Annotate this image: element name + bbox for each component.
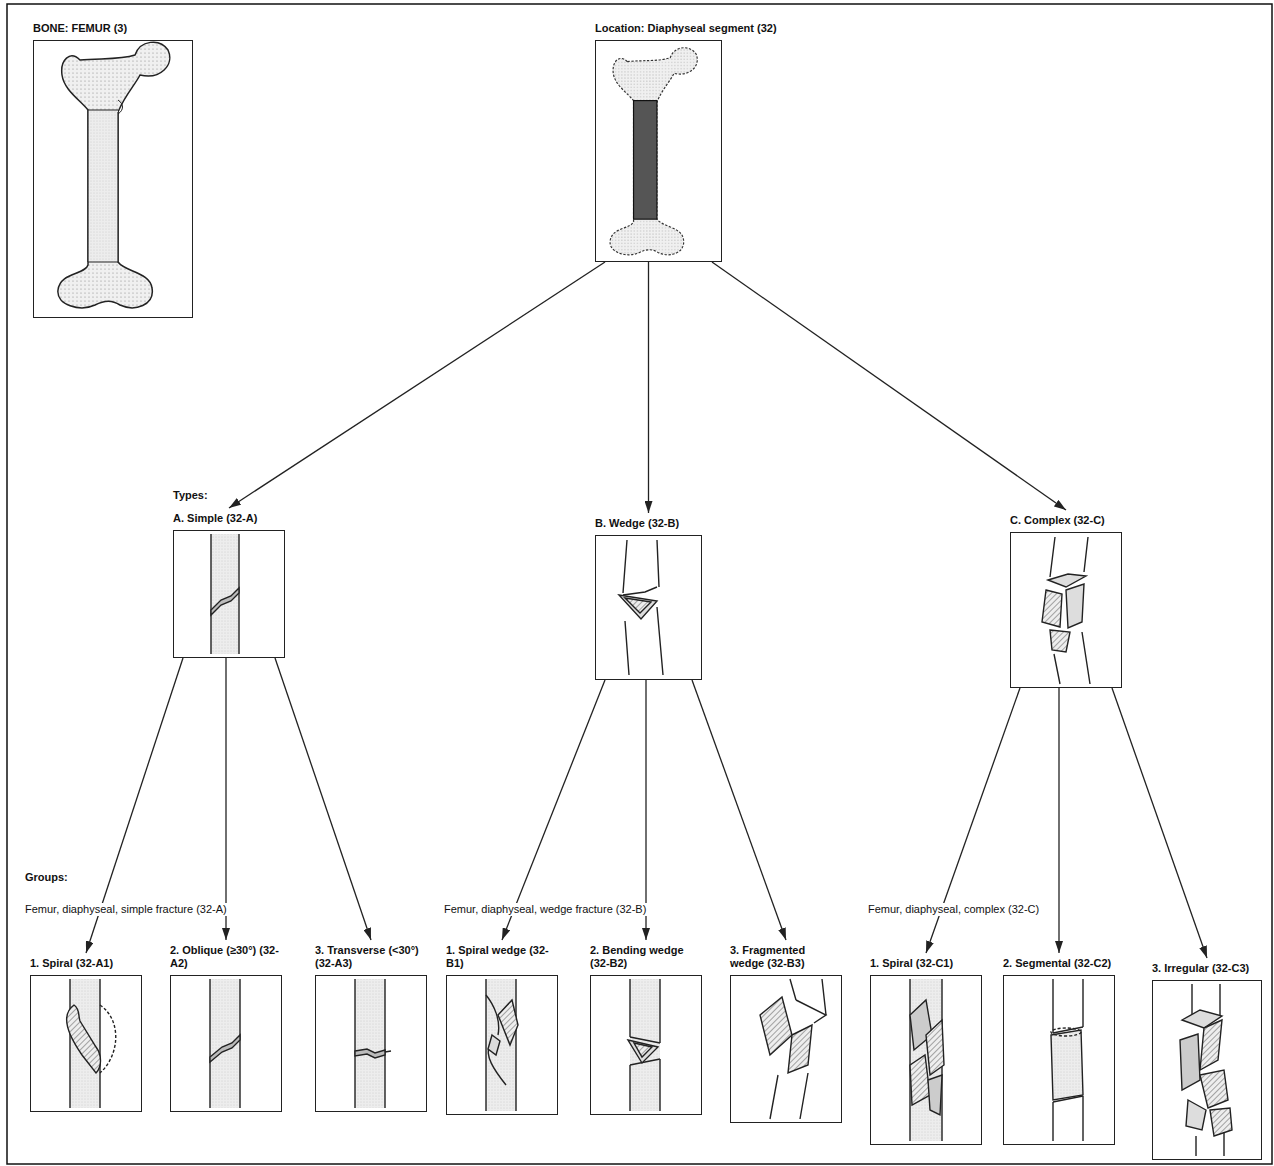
box-heading: 1. Spiral wedge (32-B1) — [446, 944, 558, 970]
arrow-connector — [1112, 688, 1207, 958]
arrow-connector — [1058, 688, 1059, 953]
fracture-box: 1. Spiral (32-A1) — [30, 953, 142, 1112]
fragmented-wedge-fracture — [760, 979, 826, 1119]
arrow-connector — [502, 680, 605, 940]
image-frame — [30, 975, 142, 1112]
fracture-box: 3. Transverse (<30°) (32-A3) — [315, 940, 427, 1112]
box-heading: BONE: FEMUR (3) — [33, 22, 193, 35]
image-frame — [1003, 975, 1115, 1145]
outer-frame — [7, 4, 1272, 1164]
fracture-box: 1. Spiral (32-C1) — [870, 953, 982, 1145]
image-frame — [1152, 980, 1262, 1160]
segmental-fracture — [1051, 979, 1083, 1141]
femur-diaphysis — [610, 48, 697, 255]
box-heading: 3. Irregular (32-C3) — [1152, 962, 1262, 975]
image-frame — [170, 975, 282, 1112]
image-frame — [730, 975, 842, 1123]
image-frame — [1010, 532, 1122, 688]
fracture-box: 3. Fragmented wedge (32-B3) — [730, 940, 842, 1123]
image-frame — [315, 975, 427, 1112]
complex-fracture — [1042, 537, 1090, 684]
fracture-box: B. Wedge (32-B) — [595, 513, 702, 680]
fracture-box: 3. Irregular (32-C3) — [1152, 958, 1262, 1160]
box-heading: B. Wedge (32-B) — [595, 517, 702, 530]
fracture-box: 2. Bending wedge (32-B2) — [590, 940, 702, 1115]
arrow-connector — [712, 262, 1066, 510]
spiral-wedge-fracture — [486, 979, 518, 1111]
simple-fracture — [211, 534, 239, 654]
box-heading: Location: Diaphyseal segment (32) — [595, 22, 777, 35]
femur-bone — [58, 42, 170, 308]
box-heading: 2. Segmental (32-C2) — [1003, 957, 1115, 970]
section-label: Femur, diaphyseal, simple fracture (32-A… — [23, 903, 229, 916]
fracture-box: Location: Diaphyseal segment (32) — [595, 18, 777, 262]
oblique-fracture — [210, 979, 240, 1108]
box-heading: 2. Bending wedge (32-B2) — [590, 944, 702, 970]
box-heading: 1. Spiral (32-C1) — [870, 957, 982, 970]
arrow-connector — [229, 262, 605, 508]
box-heading: A. Simple (32-A) — [173, 512, 285, 525]
box-heading: 3. Fragmented wedge (32-B3) — [730, 944, 842, 970]
section-label: Femur, diaphyseal, complex (32-C) — [866, 903, 1041, 916]
image-frame — [446, 975, 558, 1115]
irregular-fracture — [1180, 984, 1232, 1156]
spiral-fracture — [67, 979, 116, 1108]
fracture-box: 1. Spiral wedge (32-B1) — [446, 940, 558, 1115]
image-frame — [595, 40, 722, 262]
image-frame — [595, 535, 702, 680]
section-label: Types: — [171, 489, 210, 502]
image-frame — [173, 530, 285, 658]
arrow-connector — [275, 658, 371, 940]
image-frame — [870, 975, 982, 1145]
image-frame — [33, 40, 193, 318]
section-label: Groups: — [23, 871, 70, 884]
spiral-complex-fracture — [910, 979, 944, 1141]
arrow-connector — [648, 262, 649, 513]
fracture-box: C. Complex (32-C) — [1010, 510, 1122, 688]
arrow-connector — [692, 680, 786, 940]
box-heading: 1. Spiral (32-A1) — [30, 957, 142, 970]
image-frame — [590, 975, 702, 1115]
fracture-box: 2. Segmental (32-C2) — [1003, 953, 1115, 1145]
arrow-connector — [645, 680, 646, 940]
bending-wedge-fracture — [628, 979, 660, 1111]
fracture-box: 2. Oblique (≥30°) (32-A2) — [170, 940, 282, 1112]
fracture-box: A. Simple (32-A) — [173, 508, 285, 658]
arrow-connector — [225, 658, 226, 940]
box-heading: 2. Oblique (≥30°) (32-A2) — [170, 944, 282, 970]
fracture-box: BONE: FEMUR (3) — [33, 18, 193, 318]
wedge-fracture — [619, 540, 663, 675]
transverse-fracture — [355, 979, 391, 1108]
box-heading: 3. Transverse (<30°) (32-A3) — [315, 944, 427, 970]
section-label: Femur, diaphyseal, wedge fracture (32-B) — [442, 903, 648, 916]
box-heading: C. Complex (32-C) — [1010, 514, 1122, 527]
